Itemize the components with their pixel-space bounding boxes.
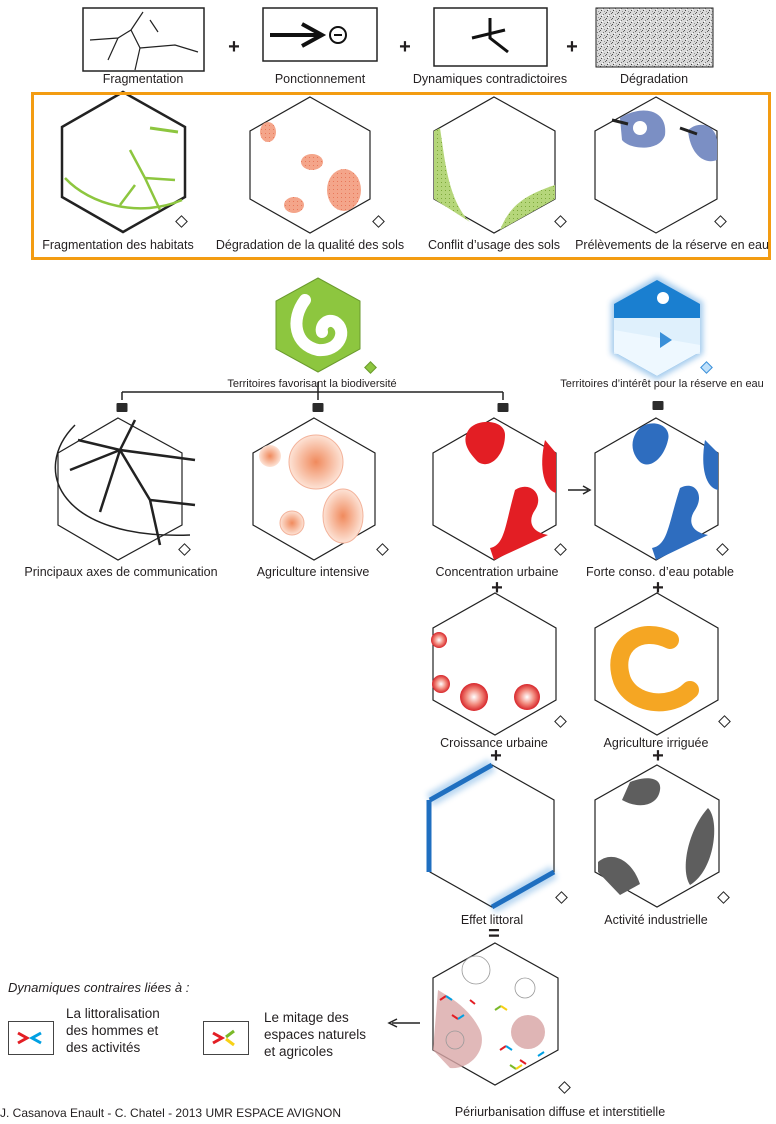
label-fragmentation-habitats: Fragmentation des habitats <box>42 238 194 252</box>
label-axes-communication: Principaux axes de communication <box>24 565 218 579</box>
label-ponctionnement: Ponctionnement <box>274 72 366 86</box>
hex-agriculture-irriguee <box>594 592 719 736</box>
dynamiques-contradictoires-icon <box>433 7 548 67</box>
degradation-icon <box>595 7 714 68</box>
ponctionnement-icon <box>262 7 378 62</box>
label-degradation-sols: Dégradation de la qualité des sols <box>215 238 405 252</box>
pressures-frame <box>31 92 771 260</box>
label-prelevements-eau: Prélèvements de la réserve en eau <box>575 238 769 252</box>
label-agriculture-irriguee: Agriculture irriguée <box>603 736 709 750</box>
legend-title: Dynamiques contraires liées à : <box>8 980 190 995</box>
fragmentation-icon <box>82 7 205 72</box>
label-territoires-reserve-eau: Territoires d’intérêt pour la réserve en… <box>560 378 764 390</box>
hex-biodiversite <box>275 277 361 373</box>
equals-sign: = <box>488 923 500 945</box>
label-fragmentation: Fragmentation <box>102 72 184 86</box>
plus-sign: + <box>491 577 503 599</box>
minus-sign <box>497 403 509 412</box>
hex-agriculture-intensive <box>252 417 376 561</box>
label-effet-littoral: Effet littoral <box>460 913 524 927</box>
label-agriculture-intensive: Agriculture intensive <box>256 565 370 579</box>
label-periurbanisation: Périurbanisation diffuse et interstitiel… <box>454 1105 666 1119</box>
plus-operator: + <box>566 36 578 58</box>
hex-conflit-usage-sols <box>433 96 556 234</box>
minus-sign <box>312 403 324 412</box>
minus-sign <box>116 403 128 412</box>
hex-reserve-eau <box>611 276 703 380</box>
hex-croissance-urbaine <box>431 592 557 736</box>
label-conso-eau: Forte conso. d’eau potable <box>585 565 735 579</box>
plus-sign: + <box>652 577 664 599</box>
hex-conso-eau <box>594 417 719 561</box>
hex-periurbanisation <box>432 942 559 1086</box>
legend-box-mitage <box>203 1021 249 1055</box>
hex-fragmentation-habitats <box>60 90 187 234</box>
plus-operator: + <box>399 36 411 58</box>
minus-sign <box>652 401 664 410</box>
label-territoires-biodiversite: Territoires favorisant la biodiversité <box>227 378 397 390</box>
label-dynamiques-contradictoires: Dynamiques contradictoires <box>412 72 568 86</box>
hex-activite-industrielle <box>594 764 720 908</box>
hex-axes-communication <box>54 417 196 561</box>
plus-sign: + <box>652 745 664 767</box>
label-activite-industrielle: Activité industrielle <box>604 913 708 927</box>
hex-degradation-sols <box>249 96 371 234</box>
hex-concentration-urbaine <box>432 417 557 561</box>
label-degradation: Dégradation <box>619 72 689 86</box>
hex-effet-littoral <box>426 758 558 914</box>
legend-littoralisation-text: La littoralisation des hommes et des act… <box>66 1006 160 1055</box>
plus-sign: + <box>490 745 502 767</box>
hex-prelevements-eau <box>594 96 718 234</box>
label-croissance-urbaine: Croissance urbaine <box>440 736 548 750</box>
label-conflit-usage: Conflit d’usage des sols <box>427 238 561 252</box>
credit-line: J. Casanova Enault - C. Chatel - 2013 UM… <box>0 1106 342 1120</box>
plus-operator: + <box>228 36 240 58</box>
label-concentration-urbaine: Concentration urbaine <box>435 565 559 579</box>
legend-mitage-text: Le mitage des espaces naturels et agrico… <box>264 1010 367 1059</box>
